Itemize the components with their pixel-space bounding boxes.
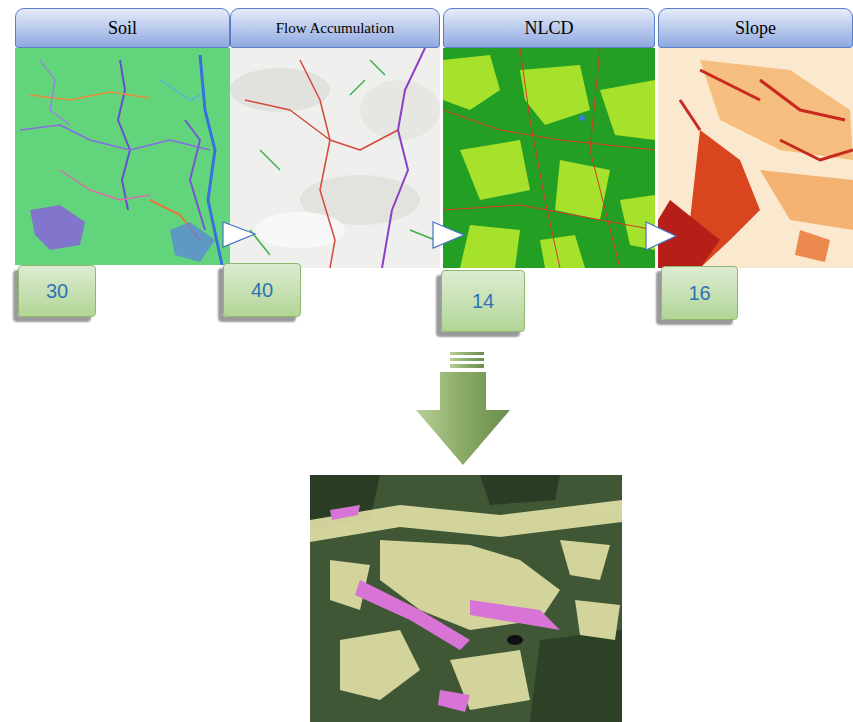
weight-box: 14 (441, 270, 525, 332)
weight-number: 14 (472, 290, 494, 313)
layer-name: Flow Accumulation (276, 20, 395, 37)
nlcd-map (443, 48, 655, 268)
soil-map (15, 48, 230, 265)
weight-number: 40 (251, 279, 273, 302)
slope-map (658, 48, 853, 268)
weight-number: 30 (46, 280, 68, 303)
layer-header: NLCD (443, 8, 655, 48)
weight-box: 40 (223, 263, 301, 317)
flow-chevrons (223, 222, 676, 250)
layer-name: Soil (108, 18, 137, 39)
weight-box: 30 (18, 265, 96, 317)
weight-number: 16 (688, 282, 710, 305)
layer-header: Flow Accumulation (230, 8, 440, 48)
layer-name: NLCD (525, 18, 574, 39)
result-map (310, 475, 622, 722)
layer-header: Soil (15, 8, 230, 48)
weight-box: 16 (661, 266, 738, 320)
layer-header: Slope (658, 8, 853, 48)
down-arrow (416, 352, 510, 465)
flow-accumulation-map (230, 48, 440, 268)
layer-name: Slope (735, 18, 776, 39)
